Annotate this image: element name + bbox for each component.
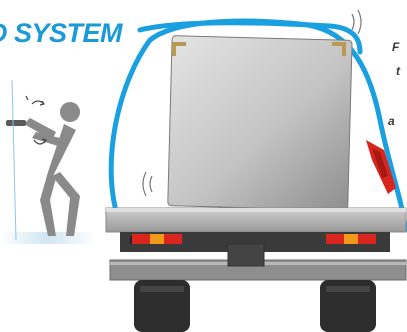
tail-light-left xyxy=(132,234,182,244)
wheel-left-tread xyxy=(140,286,184,292)
wheel-right-tread xyxy=(326,286,370,292)
tail-light-right xyxy=(326,234,376,244)
cargo-box xyxy=(168,36,352,211)
person-figure xyxy=(6,102,80,236)
ground-shadow xyxy=(0,232,95,244)
hitch-plate xyxy=(228,244,264,266)
person-head xyxy=(60,102,80,122)
person-leg-front xyxy=(52,172,80,236)
strap-line-vertical xyxy=(12,80,16,240)
ratchet-handle xyxy=(6,120,26,126)
truck-bed-edge xyxy=(106,208,406,212)
person-leg-back xyxy=(40,172,56,236)
